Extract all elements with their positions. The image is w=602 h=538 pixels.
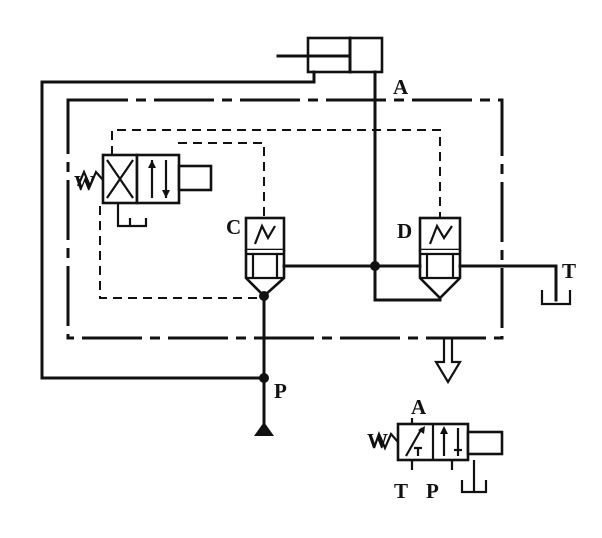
spring-icon (428, 223, 453, 245)
pump-symbol (254, 422, 274, 436)
pipe-port-a (373, 70, 442, 302)
equivalent-valve-symbol (372, 418, 504, 494)
label-solenoid-w: W (74, 171, 95, 195)
tank-icon (540, 290, 572, 306)
output-arrow (434, 338, 462, 385)
pipe-c-to-a (282, 261, 422, 271)
label-port-p: P (274, 379, 287, 403)
pipe-d-to-tank (458, 264, 572, 306)
label-port-t: T (562, 259, 576, 283)
hydraulic-cylinder (276, 36, 384, 74)
label-symbol-p: P (426, 479, 439, 503)
cartridge-block-frame (66, 98, 504, 340)
pipe-cylinder-to-left (40, 70, 316, 380)
label-valve-c: C (226, 215, 241, 239)
spring-icon (372, 430, 399, 451)
spring-icon (253, 223, 276, 245)
label-port-a: A (393, 75, 409, 99)
spring-icon (76, 169, 104, 189)
label-symbol-a: A (411, 395, 427, 419)
label-symbol-t: T (394, 479, 408, 503)
label-symbol-w: W (367, 429, 388, 453)
cartridge-valve-c (244, 216, 286, 298)
label-valve-d: D (397, 219, 412, 243)
pipe-pressure (254, 291, 274, 436)
pilot-solenoid-valve (76, 153, 213, 228)
cartridge-valve-d (418, 216, 462, 300)
